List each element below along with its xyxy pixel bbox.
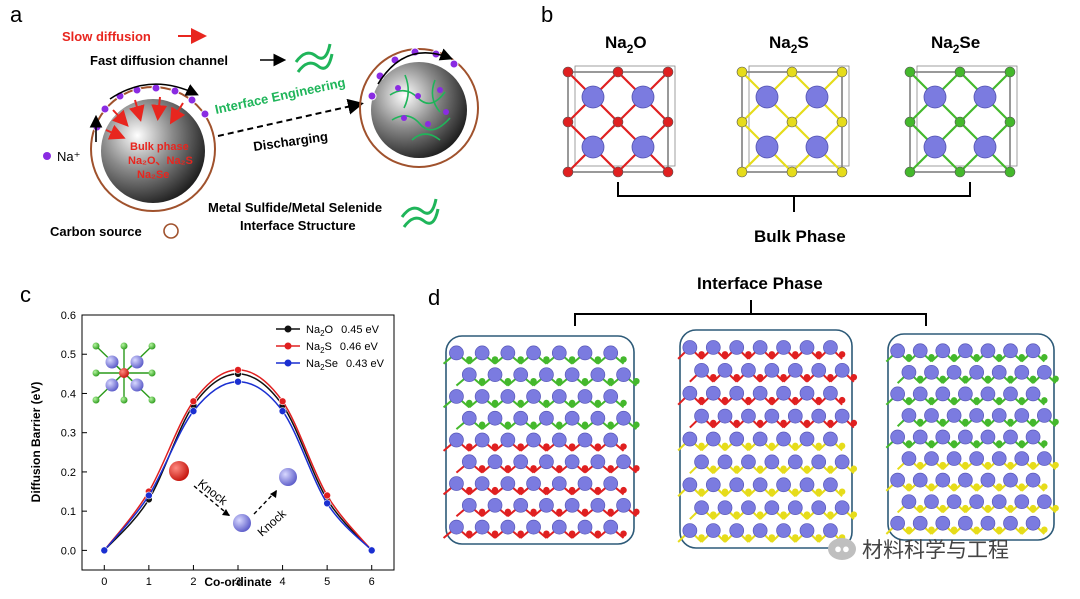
interface-phase-label: Interface Phase [697, 274, 823, 293]
x-tick-label: 3 [235, 576, 241, 588]
green-interface-icon [400, 198, 440, 228]
data-point [323, 491, 331, 500]
interface-phase-bracket [574, 300, 927, 326]
x-tick-label: 1 [146, 576, 152, 588]
x-axis-ticks: 0 1 2 3 4 5 6 [101, 565, 375, 588]
y-axis-ticks: 0.0 0.1 0.2 0.3 0.4 0.5 0.6 [61, 310, 87, 557]
panel-b-label: b [541, 2, 554, 27]
bulk-phase-line3: Na₂Se [137, 169, 169, 181]
inset-crystal [92, 342, 156, 404]
na-ion-marker [43, 152, 51, 160]
plot-frame [81, 314, 395, 571]
phase-label-na2o: Na2O [605, 33, 647, 56]
knock-label-1: Knock [195, 476, 231, 508]
phase-label-na2se: Na2Se [931, 33, 980, 56]
data-point [278, 407, 287, 415]
data-point [234, 377, 242, 386]
y-tick-label: 0.3 [61, 428, 76, 440]
fast-diffusion-arrows [89, 83, 199, 142]
na2s-unit-cell [736, 65, 850, 178]
watermark-text: 材料科学与工程 [862, 538, 1009, 562]
panel-a-schematic: Slow diffusion Fast diffusion channel Bu… [43, 28, 479, 239]
x-tick-label: 0 [101, 576, 107, 588]
data-point [278, 397, 287, 406]
x-tick-label: 4 [280, 576, 286, 588]
data-point [189, 397, 198, 406]
data-point [367, 546, 376, 555]
na2o-unit-cell [562, 65, 676, 178]
data-point [234, 366, 242, 374]
panel-b-bulk-structures: Na2O Na2S Na2Se Bulk Phase [562, 33, 1018, 246]
panel-a-label: a [10, 2, 23, 27]
data-point [100, 546, 109, 555]
series-curves [100, 366, 376, 555]
slow-diffusion-red-arrows [105, 96, 186, 140]
x-tick-label: 5 [324, 576, 330, 588]
panel-d-interface-structures: Interface Phase [442, 274, 1059, 549]
y-tick-label: 0.5 [61, 349, 76, 361]
carbon-source-label: Carbon source [50, 224, 142, 239]
knock-mechanism-illustration [169, 461, 297, 532]
carbon-source-icon [163, 223, 179, 239]
metal-sulfide-line1: Metal Sulfide/Metal Selenide [208, 200, 382, 215]
bulk-phase-line2: Na₂O、Na₂S [128, 155, 193, 167]
phase-label-na2s: Na2S [769, 33, 809, 56]
interface-structure-1 [442, 345, 640, 539]
bulk-phase-line1: Bulk phase [130, 141, 189, 153]
x-tick-label: 6 [369, 576, 375, 588]
na-ion-label: Na⁺ [57, 149, 80, 164]
panel-d-label: d [428, 285, 441, 310]
y-tick-label: 0.0 [61, 545, 76, 557]
data-point [323, 499, 331, 508]
data-point [189, 407, 198, 415]
discharging-label: Discharging [252, 129, 329, 154]
knock-label-2: Knock [255, 506, 290, 539]
y-tick-label: 0.1 [61, 506, 76, 518]
x-axis-label: Co-ordinate [204, 575, 272, 589]
y-axis-label: Diffusion Barrier (eV) [29, 382, 43, 503]
panel-c-label: c [20, 282, 31, 307]
x-tick-label: 2 [190, 576, 196, 588]
data-point [145, 491, 153, 500]
discharged-particle [359, 47, 479, 168]
na2se-unit-cell [904, 65, 1018, 178]
metal-sulfide-line2: Interface Structure [240, 218, 356, 233]
wechat-logo-icon: ●● [828, 538, 856, 560]
y-tick-label: 0.6 [61, 310, 76, 322]
slow-diffusion-label: Slow diffusion [62, 29, 151, 44]
interface-structure-2 [677, 340, 858, 543]
diffusion-barrier-chart: 0.0 0.1 0.2 0.3 0.4 0.5 0.6 0 1 2 3 4 5 6 Diffusion … [29, 310, 395, 589]
y-tick-label: 0.4 [61, 388, 76, 400]
green-channel-icon [294, 43, 334, 73]
watermark: ●● 材料科学与工程 [828, 534, 1009, 564]
discharge-arrow [217, 98, 364, 137]
interface-structure-3 [885, 343, 1059, 535]
bulk-phase-label: Bulk Phase [754, 227, 846, 246]
y-tick-label: 0.2 [61, 467, 76, 479]
fast-channel-label: Fast diffusion channel [90, 53, 228, 68]
bulk-phase-bracket [617, 182, 971, 212]
